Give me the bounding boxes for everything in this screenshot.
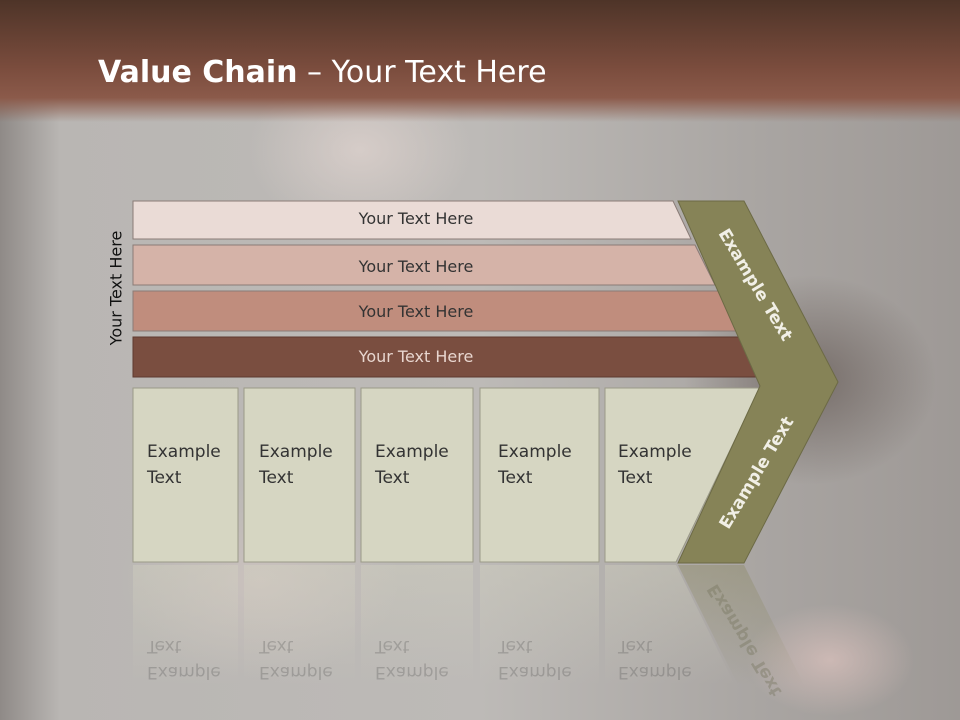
cell-5-line2: Text	[618, 468, 653, 488]
cell-2-text-reflection: Example Text	[259, 633, 333, 685]
cell-5-reflection	[605, 565, 735, 685]
cell-2-line2: Text	[259, 468, 294, 488]
cell-2-line1: Example	[259, 442, 333, 462]
bar-1	[132, 200, 692, 240]
cell-4-text-reflection: Example Text	[498, 633, 572, 685]
cell-3-text-reflection: Example Text	[375, 633, 449, 685]
cell-1-refl-line2: Text	[147, 636, 182, 656]
cell-5-refl-line2: Text	[618, 636, 653, 656]
cell-5-refl-line1: Example	[618, 662, 692, 682]
cell-4-line1: Example	[498, 442, 572, 462]
bar-3-label: Your Text Here	[358, 302, 474, 321]
cell-3-reflection	[361, 565, 473, 685]
cell-2-refl-line1: Example	[259, 662, 333, 682]
cell-1-text-reflection: Example Text	[147, 633, 221, 685]
cell-5	[604, 387, 761, 563]
cell-1-refl-line1: Example	[147, 662, 221, 682]
chevron-arrow	[677, 200, 839, 564]
cell-2-refl-line2: Text	[259, 636, 294, 656]
cell-2-reflection	[244, 565, 355, 685]
cell-3-refl-line2: Text	[375, 636, 410, 656]
cell-4	[479, 387, 600, 563]
cell-3-line1: Example	[375, 442, 449, 462]
cell-3-line2: Text	[375, 468, 410, 488]
cell-4-refl-line1: Example	[498, 662, 572, 682]
title-bold: Value Chain	[98, 55, 298, 90]
cell-2	[243, 387, 356, 563]
cell-4-refl-line2: Text	[498, 636, 533, 656]
cell-1	[132, 387, 239, 563]
cell-1-reflection	[133, 565, 238, 685]
chevron-reflection	[678, 565, 804, 685]
bar-4-label: Your Text Here	[358, 347, 474, 366]
cell-4-reflection	[480, 565, 599, 685]
cell-4-line2: Text	[498, 468, 533, 488]
slide-title: Value Chain – Your Text Here	[98, 55, 547, 91]
header-band	[0, 0, 960, 122]
cell-3	[360, 387, 474, 563]
cell-1-line2: Text	[147, 468, 182, 488]
cell-5-text-reflection: Example Text	[618, 633, 692, 685]
cell-5-line1: Example	[618, 442, 692, 462]
bar-2-label: Your Text Here	[358, 257, 474, 276]
cell-1-line1: Example	[147, 442, 221, 462]
bar-1-label: Your Text Here	[358, 209, 474, 228]
cell-3-refl-line1: Example	[375, 662, 449, 682]
title-rest: – Your Text Here	[297, 55, 547, 90]
